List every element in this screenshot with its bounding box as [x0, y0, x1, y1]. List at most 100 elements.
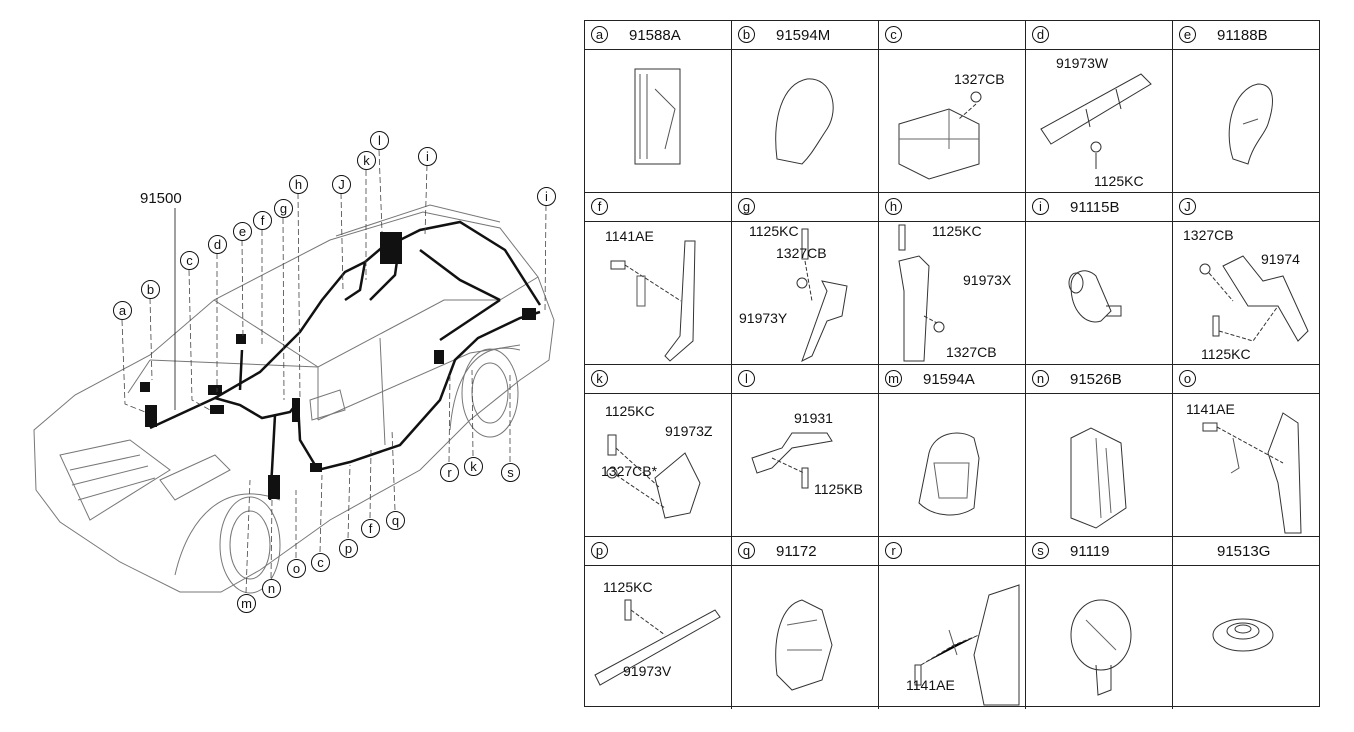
part-label: 1327CB [954, 71, 1005, 87]
cell-part-number: 91594A [923, 371, 975, 388]
callout-k[interactable]: k [464, 457, 483, 476]
cell-letter: f [591, 198, 608, 215]
callout-f[interactable]: f [361, 519, 380, 538]
cell-header: m 91594A [879, 365, 1025, 394]
cell-body: 1125KC 1327CB 91973Y [732, 221, 878, 364]
part-label: 1327CB [776, 245, 827, 261]
callout-p[interactable]: p [339, 539, 358, 558]
part-label: 1125KC [1094, 173, 1144, 189]
callout-c[interactable]: c [180, 251, 199, 270]
part-label: 1141AE [1186, 401, 1235, 417]
part-illustration [1228, 83, 1273, 165]
callout-k[interactable]: k [357, 151, 376, 170]
car-illustration [33, 149, 555, 594]
callout-leaders [121, 149, 547, 594]
cell-letter: h [885, 198, 902, 215]
part-illustration [1199, 255, 1309, 342]
cell-body: 91973W 1125KC [1026, 49, 1172, 192]
cell-body [1173, 565, 1320, 709]
cell-part-number: 91188B [1217, 27, 1268, 44]
callout-r[interactable]: r [440, 463, 459, 482]
cell-body [585, 49, 731, 192]
cell-header: f [585, 193, 731, 222]
callout-i[interactable]: i [418, 147, 437, 166]
cell-header: 91513G [1173, 537, 1320, 566]
callout-c[interactable]: c [311, 553, 330, 572]
cell-letter: q [738, 542, 755, 559]
callout-n[interactable]: n [262, 579, 281, 598]
callout-h[interactable]: h [289, 175, 308, 194]
callout-o[interactable]: o [287, 559, 306, 578]
part-illustration [606, 434, 701, 519]
cell-part-number: 91526B [1070, 371, 1122, 388]
cell-letter: g [738, 198, 755, 215]
callout-J[interactable]: J [332, 175, 351, 194]
part-label: 91973X [963, 272, 1012, 288]
harness-connectors [140, 232, 536, 499]
cell-letter: k [591, 370, 608, 387]
cell-letter: l [738, 370, 755, 387]
cell-header: J [1173, 193, 1320, 222]
cell-body [732, 49, 878, 192]
part-label: 1125KC [605, 403, 655, 419]
part-illustration [634, 68, 681, 165]
part-illustration [610, 240, 696, 362]
callout-g[interactable]: g [274, 199, 293, 218]
callout-f[interactable]: f [253, 211, 272, 230]
part-label: 1141AE [906, 677, 955, 693]
callout-l[interactable]: l [370, 131, 389, 150]
part-label: 91973Y [739, 310, 788, 326]
part-label: 91973Z [665, 423, 713, 439]
part-cell-91513G: 91513G [1173, 537, 1320, 709]
cell-body: 91931 1125KB [732, 393, 878, 536]
cell-letter: p [591, 542, 608, 559]
cell-body [1026, 221, 1172, 364]
cell-body [1173, 49, 1320, 192]
callout-e[interactable]: e [233, 222, 252, 241]
part-label: 1125KC [1201, 346, 1251, 362]
callout-s[interactable]: s [501, 463, 520, 482]
callout-q[interactable]: q [386, 511, 405, 530]
callout-b[interactable]: b [141, 280, 160, 299]
part-label: 91973W [1056, 55, 1109, 71]
cell-header: l [732, 365, 878, 394]
part-label: 1125KC [749, 223, 799, 239]
part-illustration [1040, 73, 1152, 169]
cell-header: c [879, 21, 1025, 50]
part-illustration [1068, 270, 1122, 323]
cell-header: h [879, 193, 1025, 222]
part-cell-m: m 91594A [879, 365, 1026, 537]
part-label: 91973V [623, 663, 672, 679]
part-label: 91931 [794, 410, 833, 426]
callout-a[interactable]: a [113, 301, 132, 320]
part-label: 1141AE [605, 228, 654, 244]
cell-body [879, 393, 1025, 536]
cell-letter: b [738, 26, 755, 43]
cell-part-number: 91588A [629, 27, 681, 44]
part-label: 1125KB [814, 481, 863, 497]
part-label: 1125KC [932, 223, 982, 239]
part-cell-f: f 1141AE [585, 193, 732, 365]
cell-letter: m [885, 370, 902, 387]
callout-d[interactable]: d [208, 235, 227, 254]
callout-m[interactable]: m [237, 594, 256, 613]
cell-body [1026, 565, 1172, 709]
callout-i[interactable]: i [537, 187, 556, 206]
